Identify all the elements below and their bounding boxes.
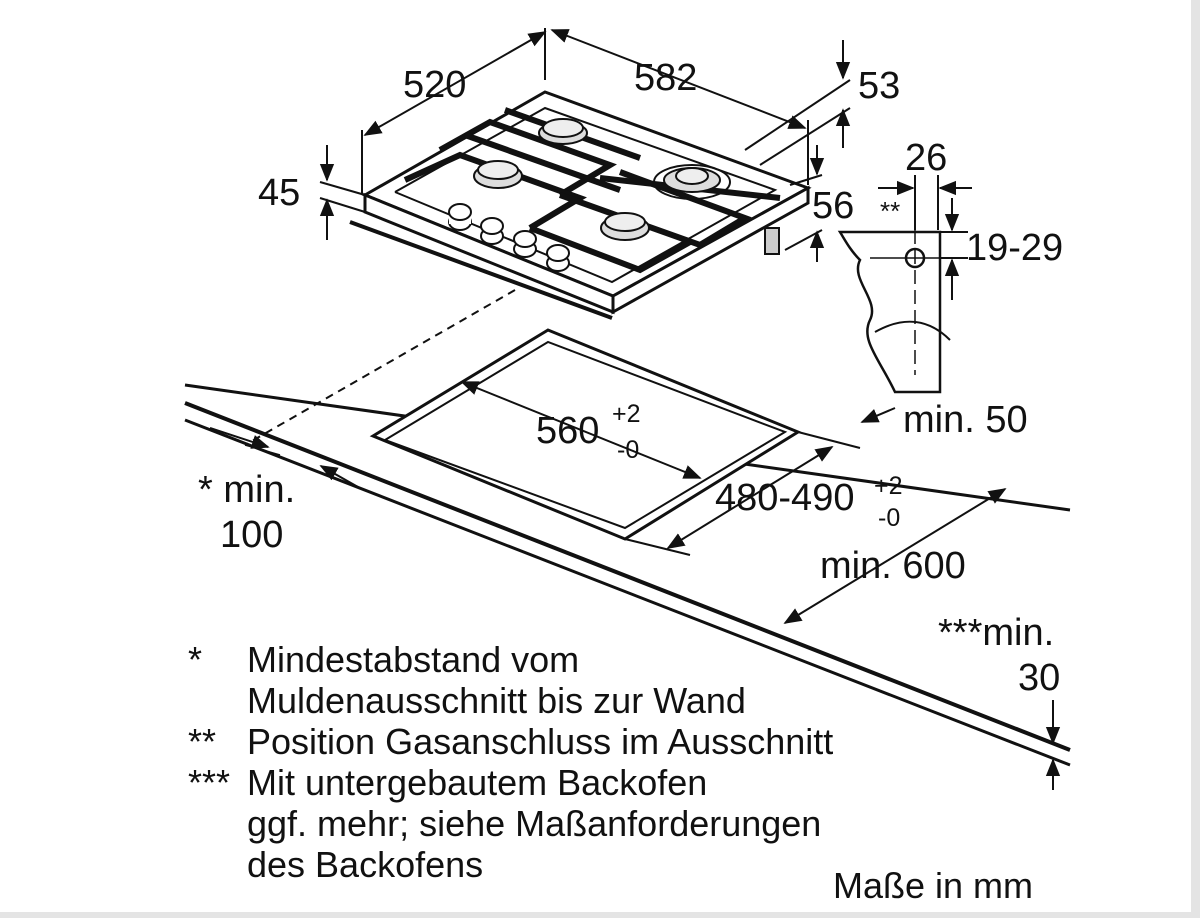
dim-560-plus: +2 <box>612 400 641 428</box>
dim-560-minus: -0 <box>617 436 639 464</box>
dim-520: 520 <box>403 64 466 106</box>
dim-min-30-label: ***min. <box>938 612 1054 654</box>
dim-min-50: min. 50 <box>903 399 1028 441</box>
units-label: Maße in mm <box>833 865 1034 906</box>
dim-53: 53 <box>858 65 900 107</box>
note-3-line-3: des Backofens <box>247 844 484 885</box>
dim-480-plus: +2 <box>874 472 903 500</box>
dim-560: 560 <box>536 410 599 452</box>
note-2-marker: ** <box>188 721 217 762</box>
dim-56: 56 <box>812 185 854 227</box>
dim-gas-marker: ** <box>880 196 900 226</box>
frame-right-edge <box>1191 0 1200 918</box>
dim-480-490: 480-490 <box>715 477 854 519</box>
gas-connection-detail <box>837 230 960 394</box>
burner-rear-left <box>538 118 588 145</box>
dim-45: 45 <box>258 172 300 214</box>
dim-26: 26 <box>905 137 947 179</box>
note-3-line-2: ggf. mehr; siehe Maßanforderungen <box>247 803 822 844</box>
dim-582: 582 <box>634 57 697 99</box>
frame-bottom-edge <box>0 912 1200 918</box>
dim-min-30-value: 30 <box>1018 657 1060 699</box>
control-knobs <box>448 203 570 272</box>
dim-480-minus: -0 <box>878 504 900 532</box>
note-3-marker: *** <box>188 762 231 803</box>
note-1-line-1: Mindestabstand vom <box>247 639 580 680</box>
dim-min-100-value: 100 <box>220 514 283 556</box>
dim-min-100-label: * min. <box>198 469 295 511</box>
burner-front-left <box>473 160 523 189</box>
hob-drawing <box>349 90 812 320</box>
dim-19-29: 19-29 <box>966 227 1063 269</box>
note-1-line-2: Muldenausschnitt bis zur Wand <box>247 680 746 721</box>
dimension-lines <box>209 28 1061 790</box>
note-1-marker: * <box>188 639 203 680</box>
note-2-line-1: Position Gasanschluss im Ausschnitt <box>247 721 834 762</box>
burner-rear-right-wok <box>653 164 731 200</box>
dimension-labels: 520 582 53 45 56 26 ** 19-29 560 +2 -0 m… <box>198 57 1063 699</box>
dim-min-600: min. 600 <box>820 545 966 587</box>
note-3-line-1: Mit untergebautem Backofen <box>247 762 708 803</box>
burner-front-right <box>600 212 650 241</box>
